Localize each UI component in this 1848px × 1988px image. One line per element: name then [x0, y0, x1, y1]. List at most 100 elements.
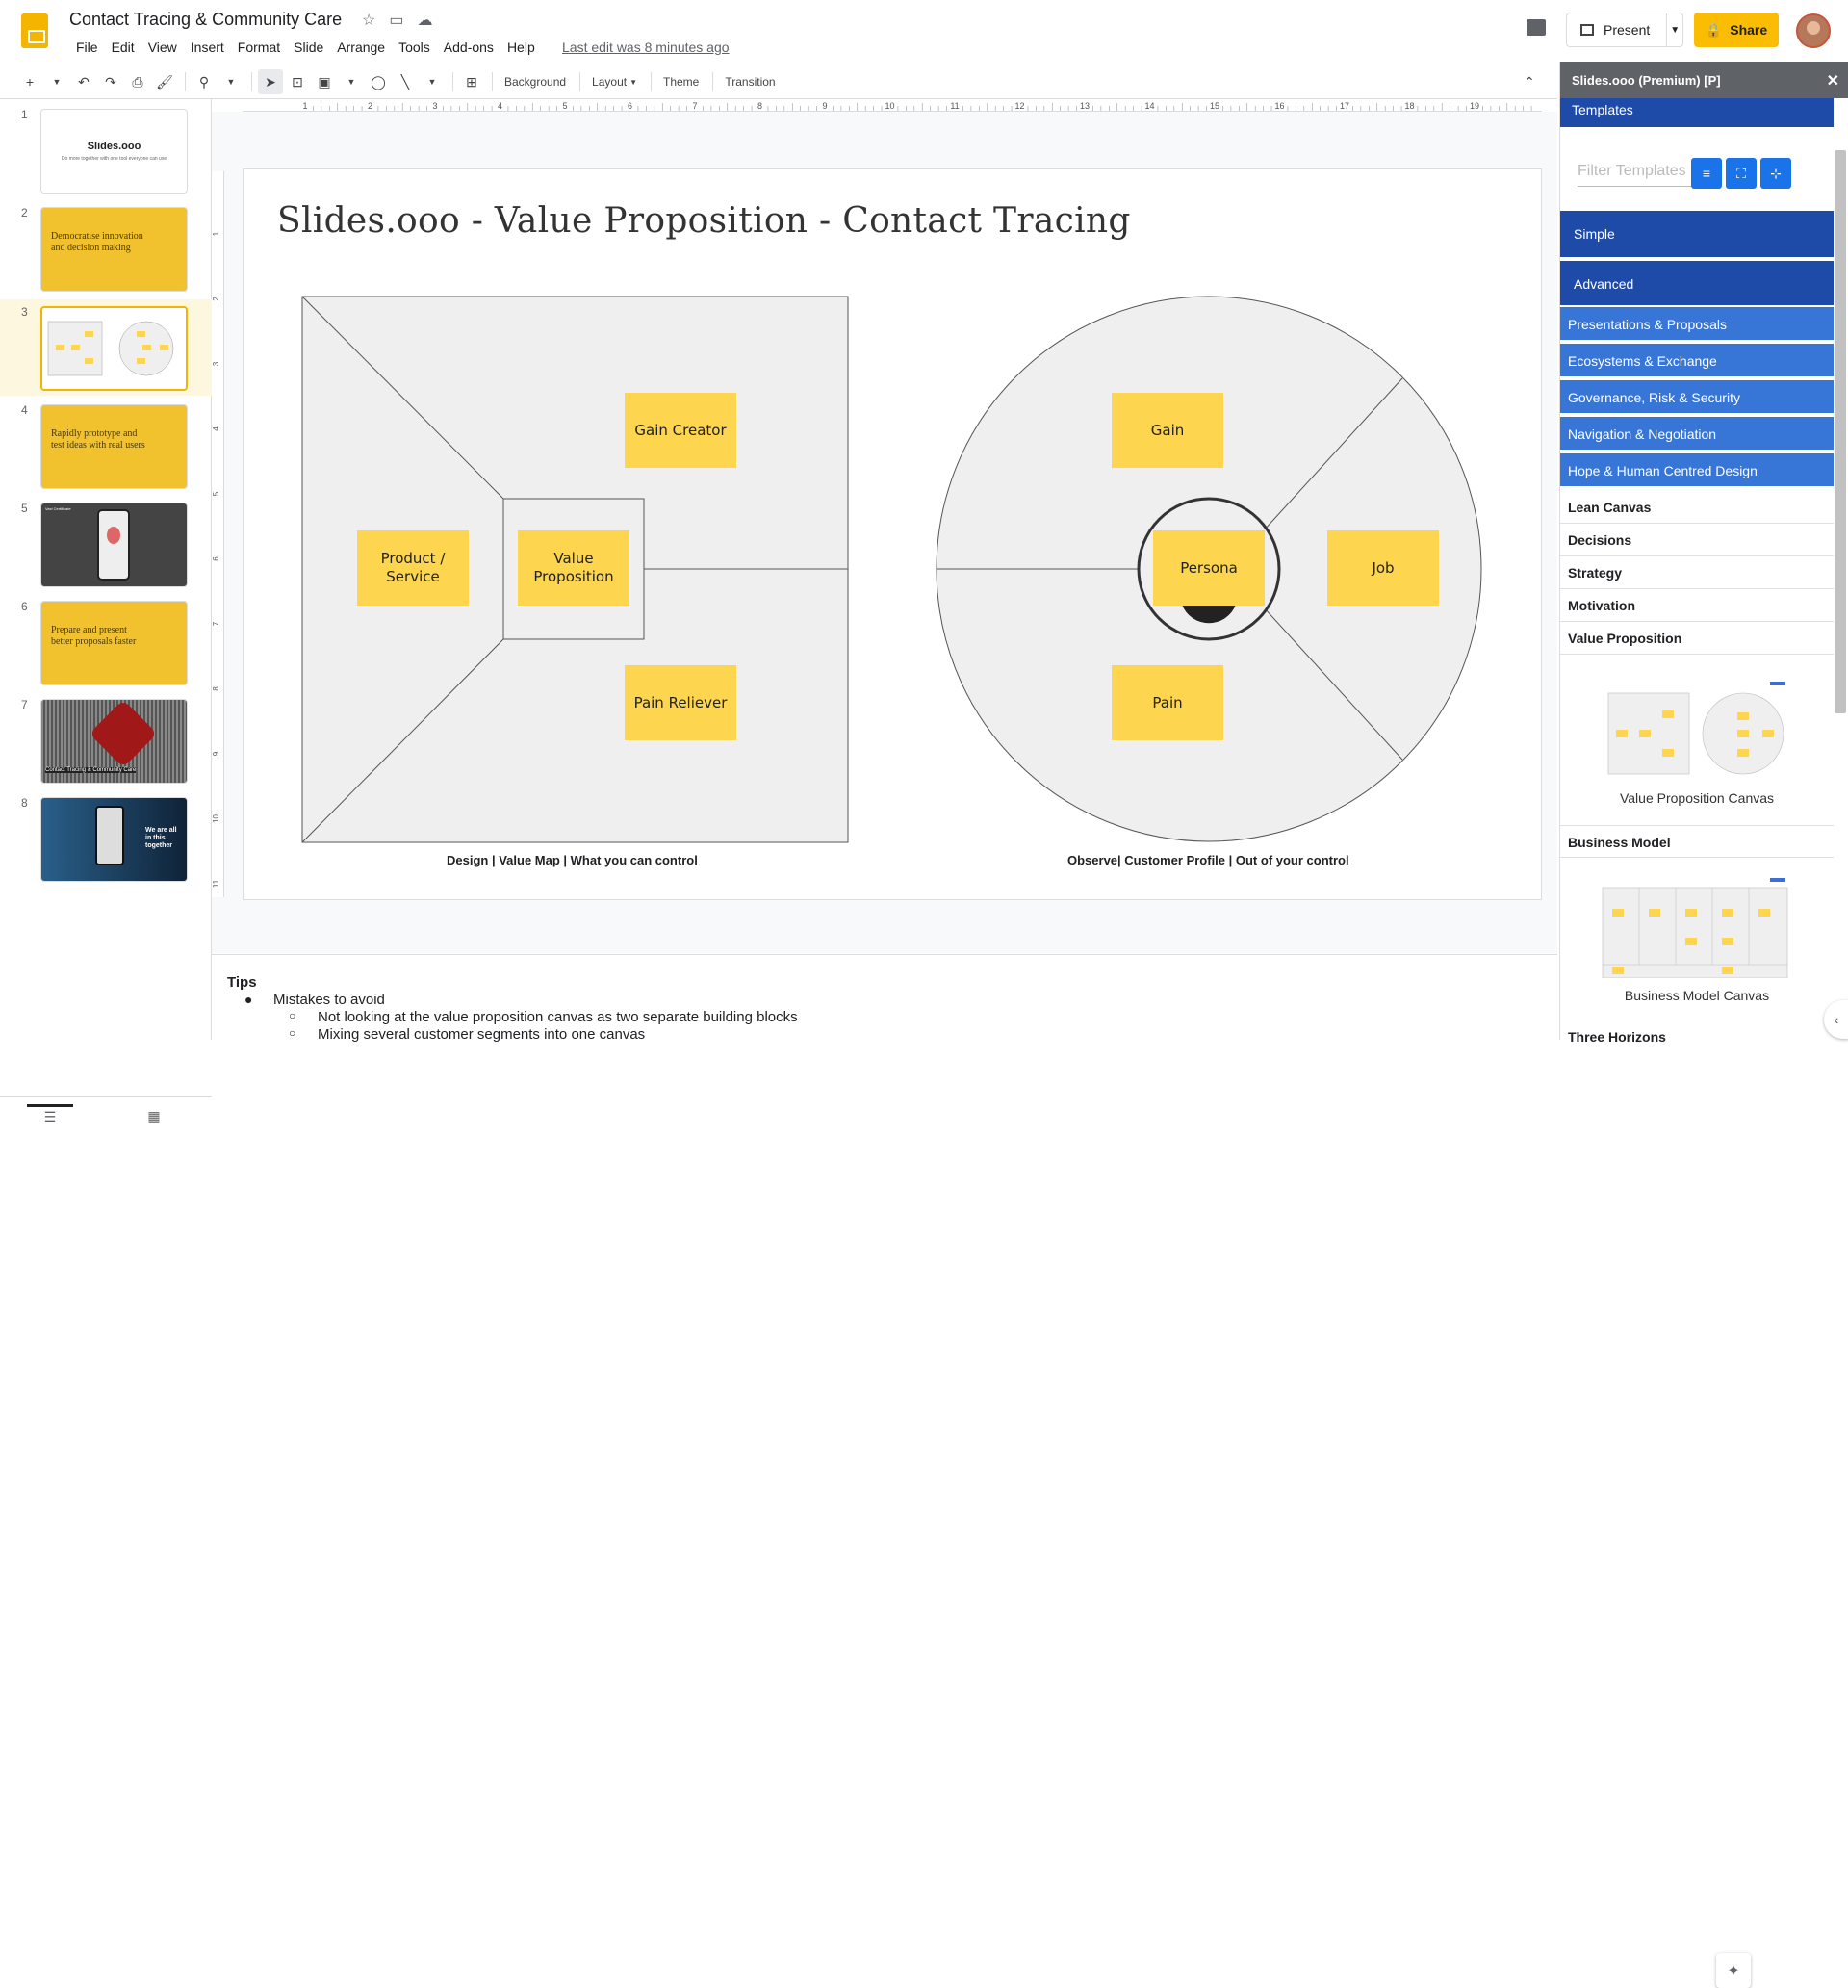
- slide-thumbnail[interactable]: Democratise innovation and decision maki…: [40, 207, 188, 292]
- category-decisions[interactable]: Decisions: [1560, 524, 1834, 556]
- zoom-icon[interactable]: ⚲: [198, 73, 210, 90]
- zoom-dropdown-icon[interactable]: ▼: [226, 77, 236, 87]
- template-card-business-model[interactable]: [1599, 876, 1791, 979]
- menu-tools[interactable]: Tools: [398, 39, 430, 55]
- filter-icon[interactable]: ≡: [1691, 158, 1722, 189]
- image-icon[interactable]: ▣: [318, 73, 331, 90]
- print-icon[interactable]: ⎙: [132, 73, 143, 90]
- explore-button[interactable]: ✦: [1716, 1953, 1751, 1988]
- sticky-pain-reliever[interactable]: Pain Reliever: [625, 665, 736, 740]
- undo-icon[interactable]: ↶: [78, 73, 90, 90]
- line-icon[interactable]: ╲: [400, 73, 410, 90]
- template-label[interactable]: Value Proposition Canvas: [1619, 790, 1775, 806]
- slide-thumbnail[interactable]: Prepare and present better proposals fas…: [40, 601, 188, 685]
- sticky-persona[interactable]: Persona: [1153, 530, 1265, 606]
- background-button[interactable]: Background: [504, 75, 567, 89]
- new-slide-dropdown-icon[interactable]: ▼: [52, 77, 62, 87]
- slide-title[interactable]: Slides.ooo - Value Proposition - Contact…: [277, 201, 1131, 241]
- slide-thumbnail[interactable]: We are all in this together: [40, 797, 188, 882]
- image-dropdown-icon[interactable]: ▼: [346, 77, 356, 87]
- sticky-value-proposition[interactable]: Value Proposition: [518, 530, 629, 606]
- paint-format-icon[interactable]: 🖌: [156, 73, 173, 90]
- menu-addons[interactable]: Add-ons: [443, 39, 494, 55]
- slide-thumb-row-active[interactable]: 3: [0, 299, 212, 396]
- slide-thumb-row[interactable]: 1 Slides.ooo Do more together with one t…: [0, 102, 212, 198]
- slide-thumb-row[interactable]: 8 We are all in this together: [0, 790, 212, 887]
- menu-format[interactable]: Format: [237, 39, 281, 55]
- sticky-product-service[interactable]: Product / Service: [357, 530, 469, 606]
- category-strategy[interactable]: Strategy: [1560, 556, 1834, 589]
- caption-value-map[interactable]: Design | Value Map | What you can contro…: [447, 853, 698, 867]
- document-title[interactable]: Contact Tracing & Community Care: [69, 10, 343, 29]
- share-button[interactable]: 🔒Share: [1694, 13, 1779, 47]
- theme-button[interactable]: Theme: [663, 75, 700, 89]
- category-three-horizons[interactable]: Three Horizons: [1560, 1020, 1834, 1053]
- sticky-pain[interactable]: Pain: [1112, 665, 1223, 740]
- category-advanced[interactable]: Advanced: [1560, 259, 1834, 305]
- template-card-value-proposition[interactable]: [1599, 676, 1791, 778]
- category-motivation[interactable]: Motivation: [1560, 589, 1834, 622]
- category-navigation[interactable]: Navigation & Negotiation: [1560, 417, 1834, 452]
- category-business-model[interactable]: Business Model: [1560, 825, 1834, 858]
- shape-icon[interactable]: ◯: [371, 73, 386, 90]
- menu-arrange[interactable]: Arrange: [337, 39, 386, 55]
- collapse-icon[interactable]: ⊹: [1760, 158, 1791, 189]
- category-lean-canvas[interactable]: Lean Canvas: [1560, 491, 1834, 524]
- slide-thumb-row[interactable]: 6 Prepare and present better proposals f…: [0, 594, 212, 690]
- star-icon[interactable]: ☆: [362, 13, 376, 29]
- present-button[interactable]: Present ▼: [1566, 13, 1683, 47]
- present-dropdown-icon[interactable]: ▼: [1670, 24, 1681, 36]
- slide-thumbnail[interactable]: Vaxi Certificate: [40, 503, 188, 587]
- category-presentations[interactable]: Presentations & Proposals: [1560, 307, 1834, 342]
- category-hope[interactable]: Hope & Human Centred Design: [1560, 453, 1834, 488]
- expand-icon[interactable]: ⛶: [1726, 158, 1757, 189]
- grid-view-icon[interactable]: ▦: [147, 1107, 161, 1123]
- slide-thumbnail[interactable]: Contact Tracing & Community Care: [40, 699, 188, 784]
- move-folder-icon[interactable]: ▭: [389, 13, 404, 29]
- menu-help[interactable]: Help: [506, 39, 535, 55]
- close-icon[interactable]: ✕: [1826, 73, 1839, 90]
- text-box-icon[interactable]: ⊡: [292, 73, 303, 90]
- select-cursor-icon[interactable]: ➤: [258, 69, 283, 94]
- redo-icon[interactable]: ↷: [105, 73, 116, 90]
- template-label[interactable]: Business Model Canvas: [1624, 988, 1770, 1003]
- layout-button[interactable]: Layout▼: [586, 69, 643, 94]
- collapse-panel-icon[interactable]: ‹: [1824, 1000, 1848, 1039]
- slides-logo-icon[interactable]: [21, 13, 48, 48]
- sticky-job[interactable]: Job: [1327, 530, 1439, 606]
- menu-slide[interactable]: Slide: [294, 39, 324, 55]
- filmstrip-view-icon[interactable]: ☰: [27, 1104, 73, 1127]
- speaker-notes[interactable]: Tips ● Mistakes to avoid ○ Not looking a…: [212, 954, 1751, 1988]
- menu-insert[interactable]: Insert: [190, 39, 224, 55]
- new-slide-icon[interactable]: +: [25, 74, 35, 90]
- slide-thumbnail[interactable]: Rapidly prototype and test ideas with re…: [40, 404, 188, 489]
- last-edit-link[interactable]: Last edit was 8 minutes ago: [562, 39, 730, 55]
- menu-file[interactable]: File: [76, 39, 98, 55]
- slide-thumb-row[interactable]: 2 Democratise innovation and decision ma…: [0, 200, 212, 297]
- category-simple[interactable]: Simple: [1560, 211, 1834, 257]
- collapse-menus-icon[interactable]: ⌃: [1524, 73, 1535, 90]
- slide-canvas[interactable]: Slides.ooo - Value Proposition - Contact…: [243, 168, 1542, 900]
- transition-button[interactable]: Transition: [725, 75, 776, 89]
- slide-thumb-row[interactable]: 5 Vaxi Certificate: [0, 496, 212, 592]
- category-ecosystems[interactable]: Ecosystems & Exchange: [1560, 344, 1834, 378]
- avatar[interactable]: [1796, 13, 1831, 48]
- sticky-gain-creator[interactable]: Gain Creator: [625, 393, 736, 468]
- templates-tab[interactable]: Templates: [1560, 98, 1834, 127]
- category-governance[interactable]: Governance, Risk & Security: [1560, 380, 1834, 415]
- caption-customer-profile[interactable]: Observe| Customer Profile | Out of your …: [1067, 853, 1349, 867]
- comment-add-icon[interactable]: ⊞: [466, 73, 477, 90]
- panel-scrollbar[interactable]: [1835, 150, 1846, 713]
- slide-thumbnail[interactable]: Slides.ooo Do more together with one too…: [40, 109, 188, 194]
- slide-thumb-row[interactable]: 7 Contact Tracing & Community Care: [0, 692, 212, 788]
- filter-templates-input[interactable]: Filter Templates: [1578, 158, 1703, 187]
- sticky-gain[interactable]: Gain: [1112, 393, 1223, 468]
- line-dropdown-icon[interactable]: ▼: [427, 77, 437, 87]
- menu-view[interactable]: View: [147, 39, 177, 55]
- cloud-status-icon[interactable]: ☁: [417, 13, 433, 29]
- menu-edit[interactable]: Edit: [111, 39, 135, 55]
- comment-history-icon[interactable]: [1527, 19, 1546, 36]
- slide-thumbnail-selected[interactable]: [40, 306, 188, 391]
- category-value-proposition[interactable]: Value Proposition: [1560, 622, 1834, 655]
- slide-thumb-row[interactable]: 4 Rapidly prototype and test ideas with …: [0, 398, 212, 494]
